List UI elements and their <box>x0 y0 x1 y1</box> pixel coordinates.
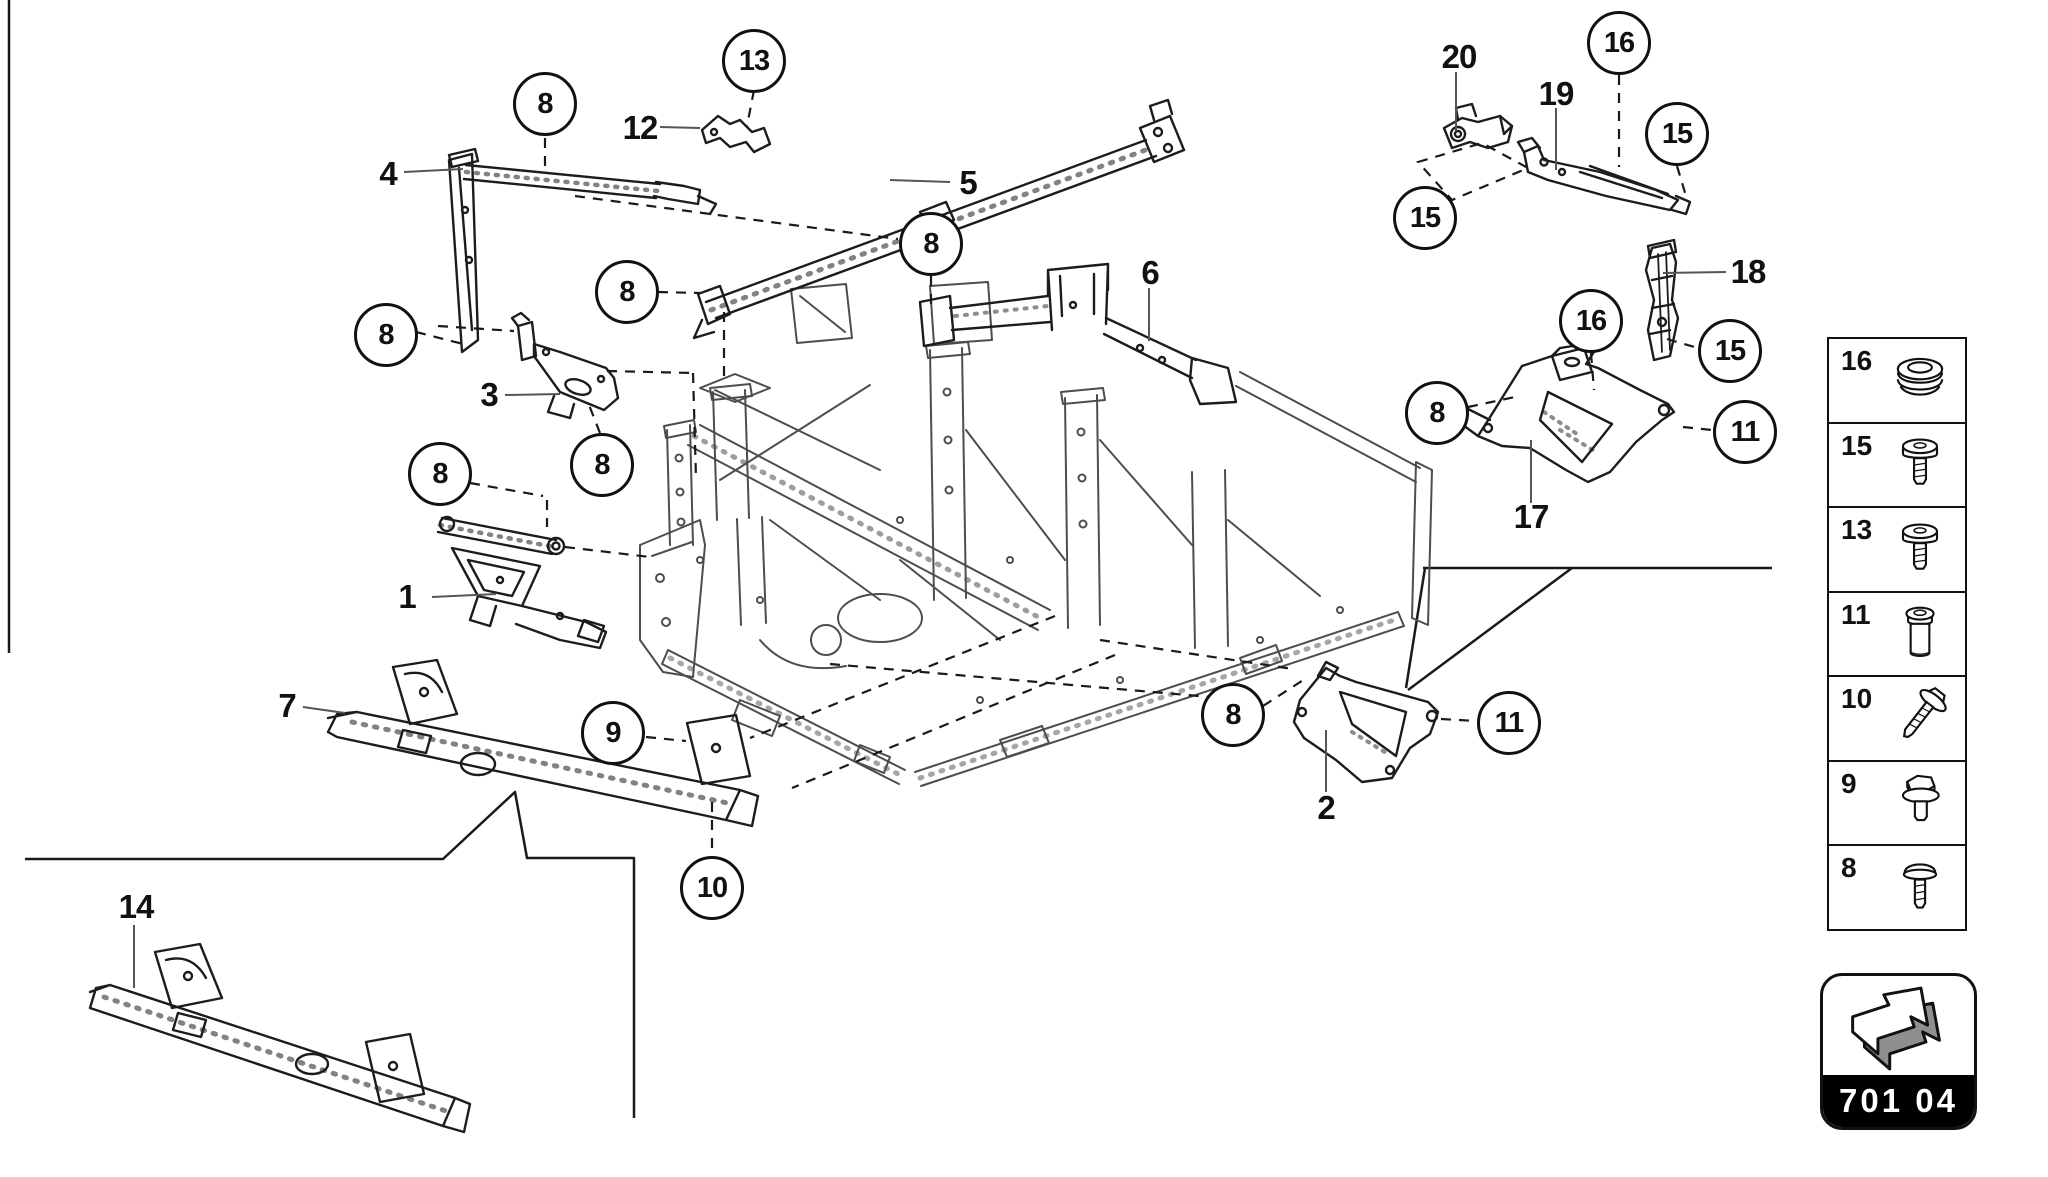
callout-circled-13: 13 <box>722 29 786 93</box>
fastener-ref-number: 10 <box>1841 683 1873 714</box>
pan-head-screw-icon <box>1881 431 1959 499</box>
callout-20: 20 <box>1441 38 1478 75</box>
pan-head-screw-icon <box>1881 516 1959 584</box>
fastener-ref-number: 16 <box>1841 345 1873 376</box>
part-3-drawing <box>510 311 620 420</box>
fastener-legend-row: 11 <box>1827 590 1967 678</box>
callout-circled-10: 10 <box>680 856 744 920</box>
fastener-ref-number: 13 <box>1841 514 1873 545</box>
callout-circled-11: 11 <box>1477 691 1541 755</box>
part-12-drawing <box>700 114 772 154</box>
fastener-legend-row: 9 <box>1827 759 1967 847</box>
part-1-drawing <box>436 515 608 650</box>
part-20-drawing <box>1442 102 1514 150</box>
callout-circled-8: 8 <box>595 260 659 324</box>
direction-arrow-icon <box>1840 978 1958 1074</box>
fastener-ref-number: 8 <box>1841 852 1857 883</box>
callout-circled-16: 16 <box>1587 11 1651 75</box>
part-7-drawing <box>326 658 760 828</box>
arrow-area <box>1823 976 1974 1075</box>
part-drawings <box>88 98 1692 1134</box>
callout-2: 2 <box>1317 789 1335 826</box>
callout-4: 4 <box>379 155 397 192</box>
fastener-legend-row: 15 <box>1827 421 1967 509</box>
fastener-legend-row: 13 <box>1827 506 1967 593</box>
callout-circled-8: 8 <box>899 212 963 276</box>
button-head-screw-icon <box>1881 854 1959 922</box>
leader-lines <box>133 72 1727 988</box>
callout-5: 5 <box>959 164 977 201</box>
spacer-sleeve-icon <box>1881 600 1959 668</box>
callout-3: 3 <box>480 376 498 413</box>
inset-frames <box>7 0 1772 1118</box>
part-14-drawing <box>88 942 472 1134</box>
callout-1: 1 <box>398 578 416 615</box>
callout-circled-8: 8 <box>1201 683 1265 747</box>
callout-circled-8: 8 <box>513 72 577 136</box>
callout-circled-15: 15 <box>1393 186 1457 250</box>
fastener-legend-row: 16 <box>1827 337 1967 424</box>
callout-12: 12 <box>622 109 659 146</box>
callout-circled-8: 8 <box>408 442 472 506</box>
callout-19: 19 <box>1538 75 1575 112</box>
callout-circled-15: 15 <box>1645 102 1709 166</box>
callout-circled-8: 8 <box>570 433 634 497</box>
dashed-connectors <box>415 75 1713 855</box>
callout-14: 14 <box>118 888 155 925</box>
part-17-drawing <box>1454 342 1676 484</box>
callout-circled-9: 9 <box>581 701 645 765</box>
callout-6: 6 <box>1141 254 1159 291</box>
long-bolt-washer-icon <box>1881 685 1959 753</box>
callout-circled-15: 15 <box>1698 319 1762 383</box>
part-19-drawing <box>1516 136 1692 216</box>
fastener-legend-row: 10 <box>1827 675 1967 762</box>
callout-7: 7 <box>278 687 296 724</box>
part-18-drawing <box>1644 238 1680 362</box>
fastener-ref-number: 9 <box>1841 767 1857 799</box>
code-band: 701 04 <box>1823 1075 1974 1127</box>
chassis-frame-drawing <box>639 281 1433 787</box>
callout-circled-8: 8 <box>1405 381 1469 445</box>
part-2-drawing <box>1292 660 1440 784</box>
callout-circled-11: 11 <box>1713 400 1777 464</box>
callout-17: 17 <box>1513 498 1550 535</box>
page-code-box: 701 04 <box>1820 973 1977 1130</box>
fastener-ref-number: 15 <box>1841 429 1873 461</box>
callout-circled-16: 16 <box>1559 289 1623 353</box>
part-4-drawing <box>447 147 718 354</box>
callout-circled-8: 8 <box>354 303 418 367</box>
fastener-legend: 16 15 13 11 10 <box>1827 337 1967 931</box>
grommet-icon <box>1881 347 1959 415</box>
callout-18: 18 <box>1730 253 1767 290</box>
fastener-ref-number: 11 <box>1841 598 1871 630</box>
page-code: 701 04 <box>1839 1082 1958 1119</box>
fastener-legend-row: 8 <box>1827 844 1967 931</box>
part-6-drawing <box>918 262 1238 406</box>
hex-flange-bolt-icon <box>1881 769 1959 837</box>
